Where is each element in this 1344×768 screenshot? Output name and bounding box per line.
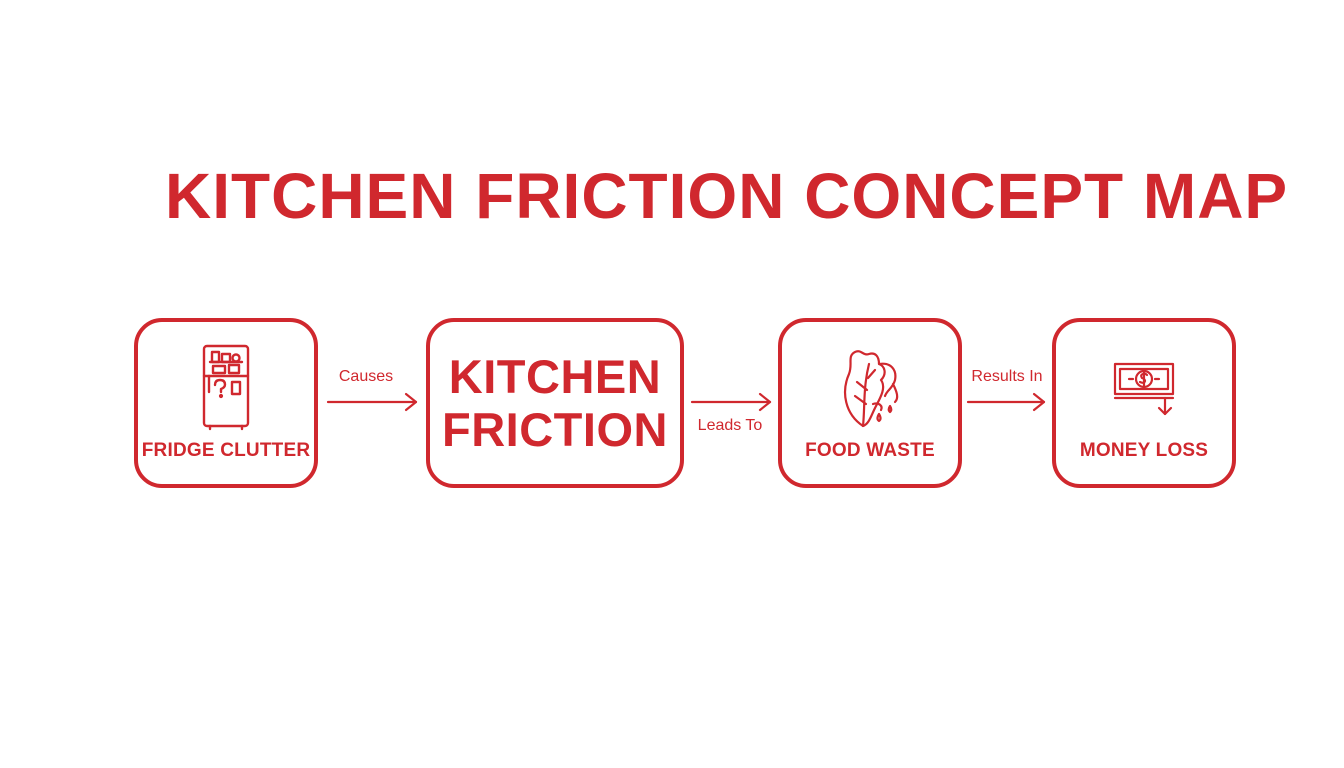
wilted-lettuce-icon bbox=[844, 350, 899, 428]
arrow-causes bbox=[326, 392, 418, 412]
node-money-loss: MONEY LOSS bbox=[1052, 318, 1236, 488]
kitchen-friction-line-1: KITCHEN bbox=[448, 350, 662, 403]
node-food-waste: FOOD WASTE bbox=[778, 318, 962, 488]
arrow-leads-to bbox=[690, 392, 772, 412]
fridge-question-icon bbox=[202, 344, 250, 431]
page-title: KITCHEN FRICTION CONCEPT MAP bbox=[165, 160, 1289, 232]
node-label-fridge-clutter: FRIDGE CLUTTER bbox=[141, 440, 311, 461]
connector-label-results-in: Results In bbox=[971, 368, 1043, 385]
node-kitchen-friction: KITCHEN FRICTION bbox=[426, 318, 684, 488]
kitchen-friction-line-2: FRICTION bbox=[442, 403, 668, 456]
arrow-results-in bbox=[966, 392, 1046, 412]
banknote-down-icon bbox=[1113, 362, 1175, 416]
connector-label-leads-to: Leads To bbox=[697, 417, 763, 434]
node-label-food-waste: FOOD WASTE bbox=[805, 440, 935, 461]
node-label-kitchen-friction: KITCHEN FRICTION bbox=[430, 350, 680, 456]
node-label-money-loss: MONEY LOSS bbox=[1079, 440, 1209, 461]
connector-label-causes: Causes bbox=[338, 368, 394, 385]
node-fridge-clutter: FRIDGE CLUTTER bbox=[134, 318, 318, 488]
